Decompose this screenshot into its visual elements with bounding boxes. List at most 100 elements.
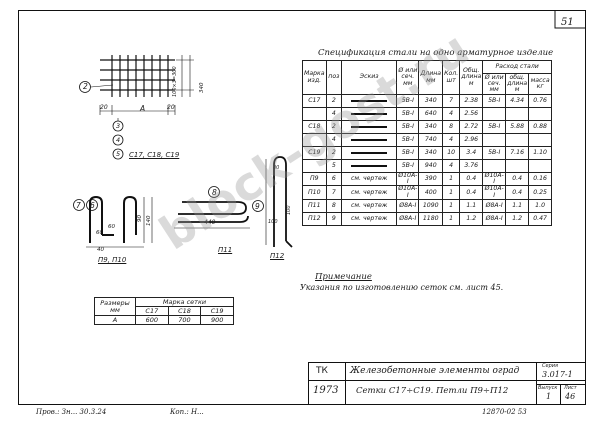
spec-cell-total: 1.1 — [459, 198, 484, 213]
note-title: Примечание — [315, 272, 372, 282]
spec-cell-len: 940 — [418, 159, 444, 173]
callouts-6-7 — [73, 199, 85, 211]
callout-9-circle — [252, 200, 264, 212]
spec-cell-len: 340 — [418, 146, 444, 160]
loop-dim-60a: 60 — [96, 230, 103, 236]
loop-p12-drawing — [265, 156, 293, 248]
spec-header-r-mass: масса кг — [528, 73, 552, 95]
callout-5-label: 5 — [116, 150, 121, 158]
sizes-col-c17: С17 — [135, 306, 169, 316]
spec-cell-total: 2.56 — [459, 107, 484, 121]
spec-cell-r-total: 5.88 — [505, 120, 530, 134]
spec-cell-diam: 5В-I — [396, 159, 420, 173]
spec-cell-count: 4 — [442, 107, 461, 121]
spec-cell-diam: 5В-I — [396, 120, 420, 134]
callout-8-circle — [208, 186, 220, 198]
spec-cell-count: 4 — [442, 159, 461, 173]
spec-cell-r-diam — [482, 159, 507, 173]
loop-dim-80: 80 — [273, 165, 280, 171]
spec-cell-poz: 7 — [325, 185, 343, 200]
spec-cell-count: 1 — [442, 198, 461, 213]
spec-cell-diam: 5В-I — [396, 146, 420, 160]
loop-dim-100b: 100 — [268, 219, 278, 225]
spec-cell-r-diam: Ø10А-I — [482, 171, 507, 187]
sketch-bar-line — [351, 100, 388, 102]
spec-cell-len: 740 — [418, 133, 444, 147]
spec-cell-marka: П10 — [302, 185, 327, 200]
spec-cell-total: 1.2 — [459, 211, 484, 226]
callout-6-label: 6 — [90, 201, 95, 210]
mesh-dim-340: 340 — [199, 82, 205, 94]
mesh-marks-caption: С17, С18, С19 — [129, 151, 180, 159]
sizes-header-dims: Размеры мм — [94, 297, 136, 316]
sizes-col-c18: С18 — [167, 306, 202, 316]
sizes-col-c19: С19 — [200, 306, 234, 316]
sketch-bar-line — [351, 165, 388, 167]
sizes-val-c17: 600 — [135, 315, 169, 325]
callout-7-label: 7 — [76, 201, 81, 210]
loop-p9-p10-caption: П9, П10 — [98, 256, 127, 264]
spec-cell-len: 340 — [418, 120, 444, 134]
note-text: Указания по изготовлению сеток см. лист … — [300, 283, 504, 292]
spec-cell-r-diam: 5В-I — [482, 146, 507, 160]
spec-cell-r-mass: 0.25 — [528, 185, 552, 200]
loop-p12-caption: П12 — [270, 252, 285, 260]
mesh-dim-a: A — [140, 104, 146, 113]
loop-dim-100: 100 — [286, 205, 292, 215]
loop-dim-440: 440 — [204, 219, 216, 226]
spec-cell-r-total: 0.4 — [505, 171, 530, 187]
spec-cell-r-mass: 0.88 — [528, 120, 552, 134]
spec-cell-r-total — [505, 159, 530, 173]
spec-cell-count: 10 — [442, 146, 461, 160]
title-block-issue-label: Выпуск — [538, 385, 558, 391]
mesh-dim-side: 100×3=300 — [172, 66, 178, 97]
spec-cell-r-total: 4.34 — [505, 94, 530, 108]
sizes-header-mark: Марка сетки — [135, 297, 234, 307]
spec-cell-marka: П9 — [302, 171, 327, 187]
title-block-year: 1973 — [313, 385, 339, 396]
spec-header-total: Общ. длина м — [459, 60, 484, 95]
callout-4-label: 4 — [116, 136, 121, 144]
spec-cell-len: 640 — [418, 107, 444, 121]
spec-cell-r-diam: 5В-I — [482, 94, 507, 108]
spec-cell-total: 3.76 — [459, 159, 484, 173]
title-block-issue: 1 — [546, 392, 552, 401]
spec-cell-sketch — [341, 159, 398, 173]
spec-cell-r-mass — [528, 107, 552, 121]
spec-cell-r-total: 7.16 — [505, 146, 530, 160]
spec-header-r-diam: Ø или сеч. мм — [482, 73, 507, 95]
mesh-drawing — [99, 55, 194, 115]
spec-header-length: Длина мм — [418, 60, 444, 95]
sketch-bar-line — [351, 126, 388, 128]
callout-8-label: 8 — [212, 188, 217, 197]
spec-cell-total: 0.4 — [459, 171, 484, 187]
spec-cell-r-mass: 0.16 — [528, 171, 552, 187]
spec-cell-diam: 5В-I — [396, 133, 420, 147]
spec-cell-len: 390 — [418, 171, 444, 187]
loop-p9-p10-drawing — [86, 195, 153, 248]
spec-header-sketch: Эскиз — [341, 60, 398, 95]
spec-cell-len: 1090 — [418, 198, 444, 213]
title-block-title1: Железобетонные элементы оград — [350, 366, 520, 376]
mesh-dim-20-left: 20 — [100, 104, 108, 111]
spec-header-poz: поз — [325, 60, 343, 95]
sheet-number: 51 — [561, 17, 574, 28]
spec-cell-r-total — [505, 107, 530, 121]
spec-cell-poz: 9 — [325, 211, 343, 226]
spec-cell-total: 3.4 — [459, 146, 484, 160]
title-block-series-label: Серия — [542, 363, 558, 369]
sizes-table: Размеры мм Марка сетки С17 С18 С19 A 600… — [94, 297, 234, 325]
spec-cell-r-diam: Ø8А-I — [482, 198, 507, 213]
spec-cell-total: 2.72 — [459, 120, 484, 134]
sizes-val-c18: 700 — [167, 315, 202, 325]
spec-cell-diam: Ø8А-I — [396, 211, 420, 226]
spec-header-r-total: общ. длина м — [505, 73, 530, 95]
spec-header-diam: Ø или сеч. мм — [396, 60, 420, 95]
spec-cell-marka: П12 — [302, 211, 327, 226]
sheet-number-corner — [554, 10, 586, 29]
callout-3-label: 3 — [116, 122, 121, 130]
